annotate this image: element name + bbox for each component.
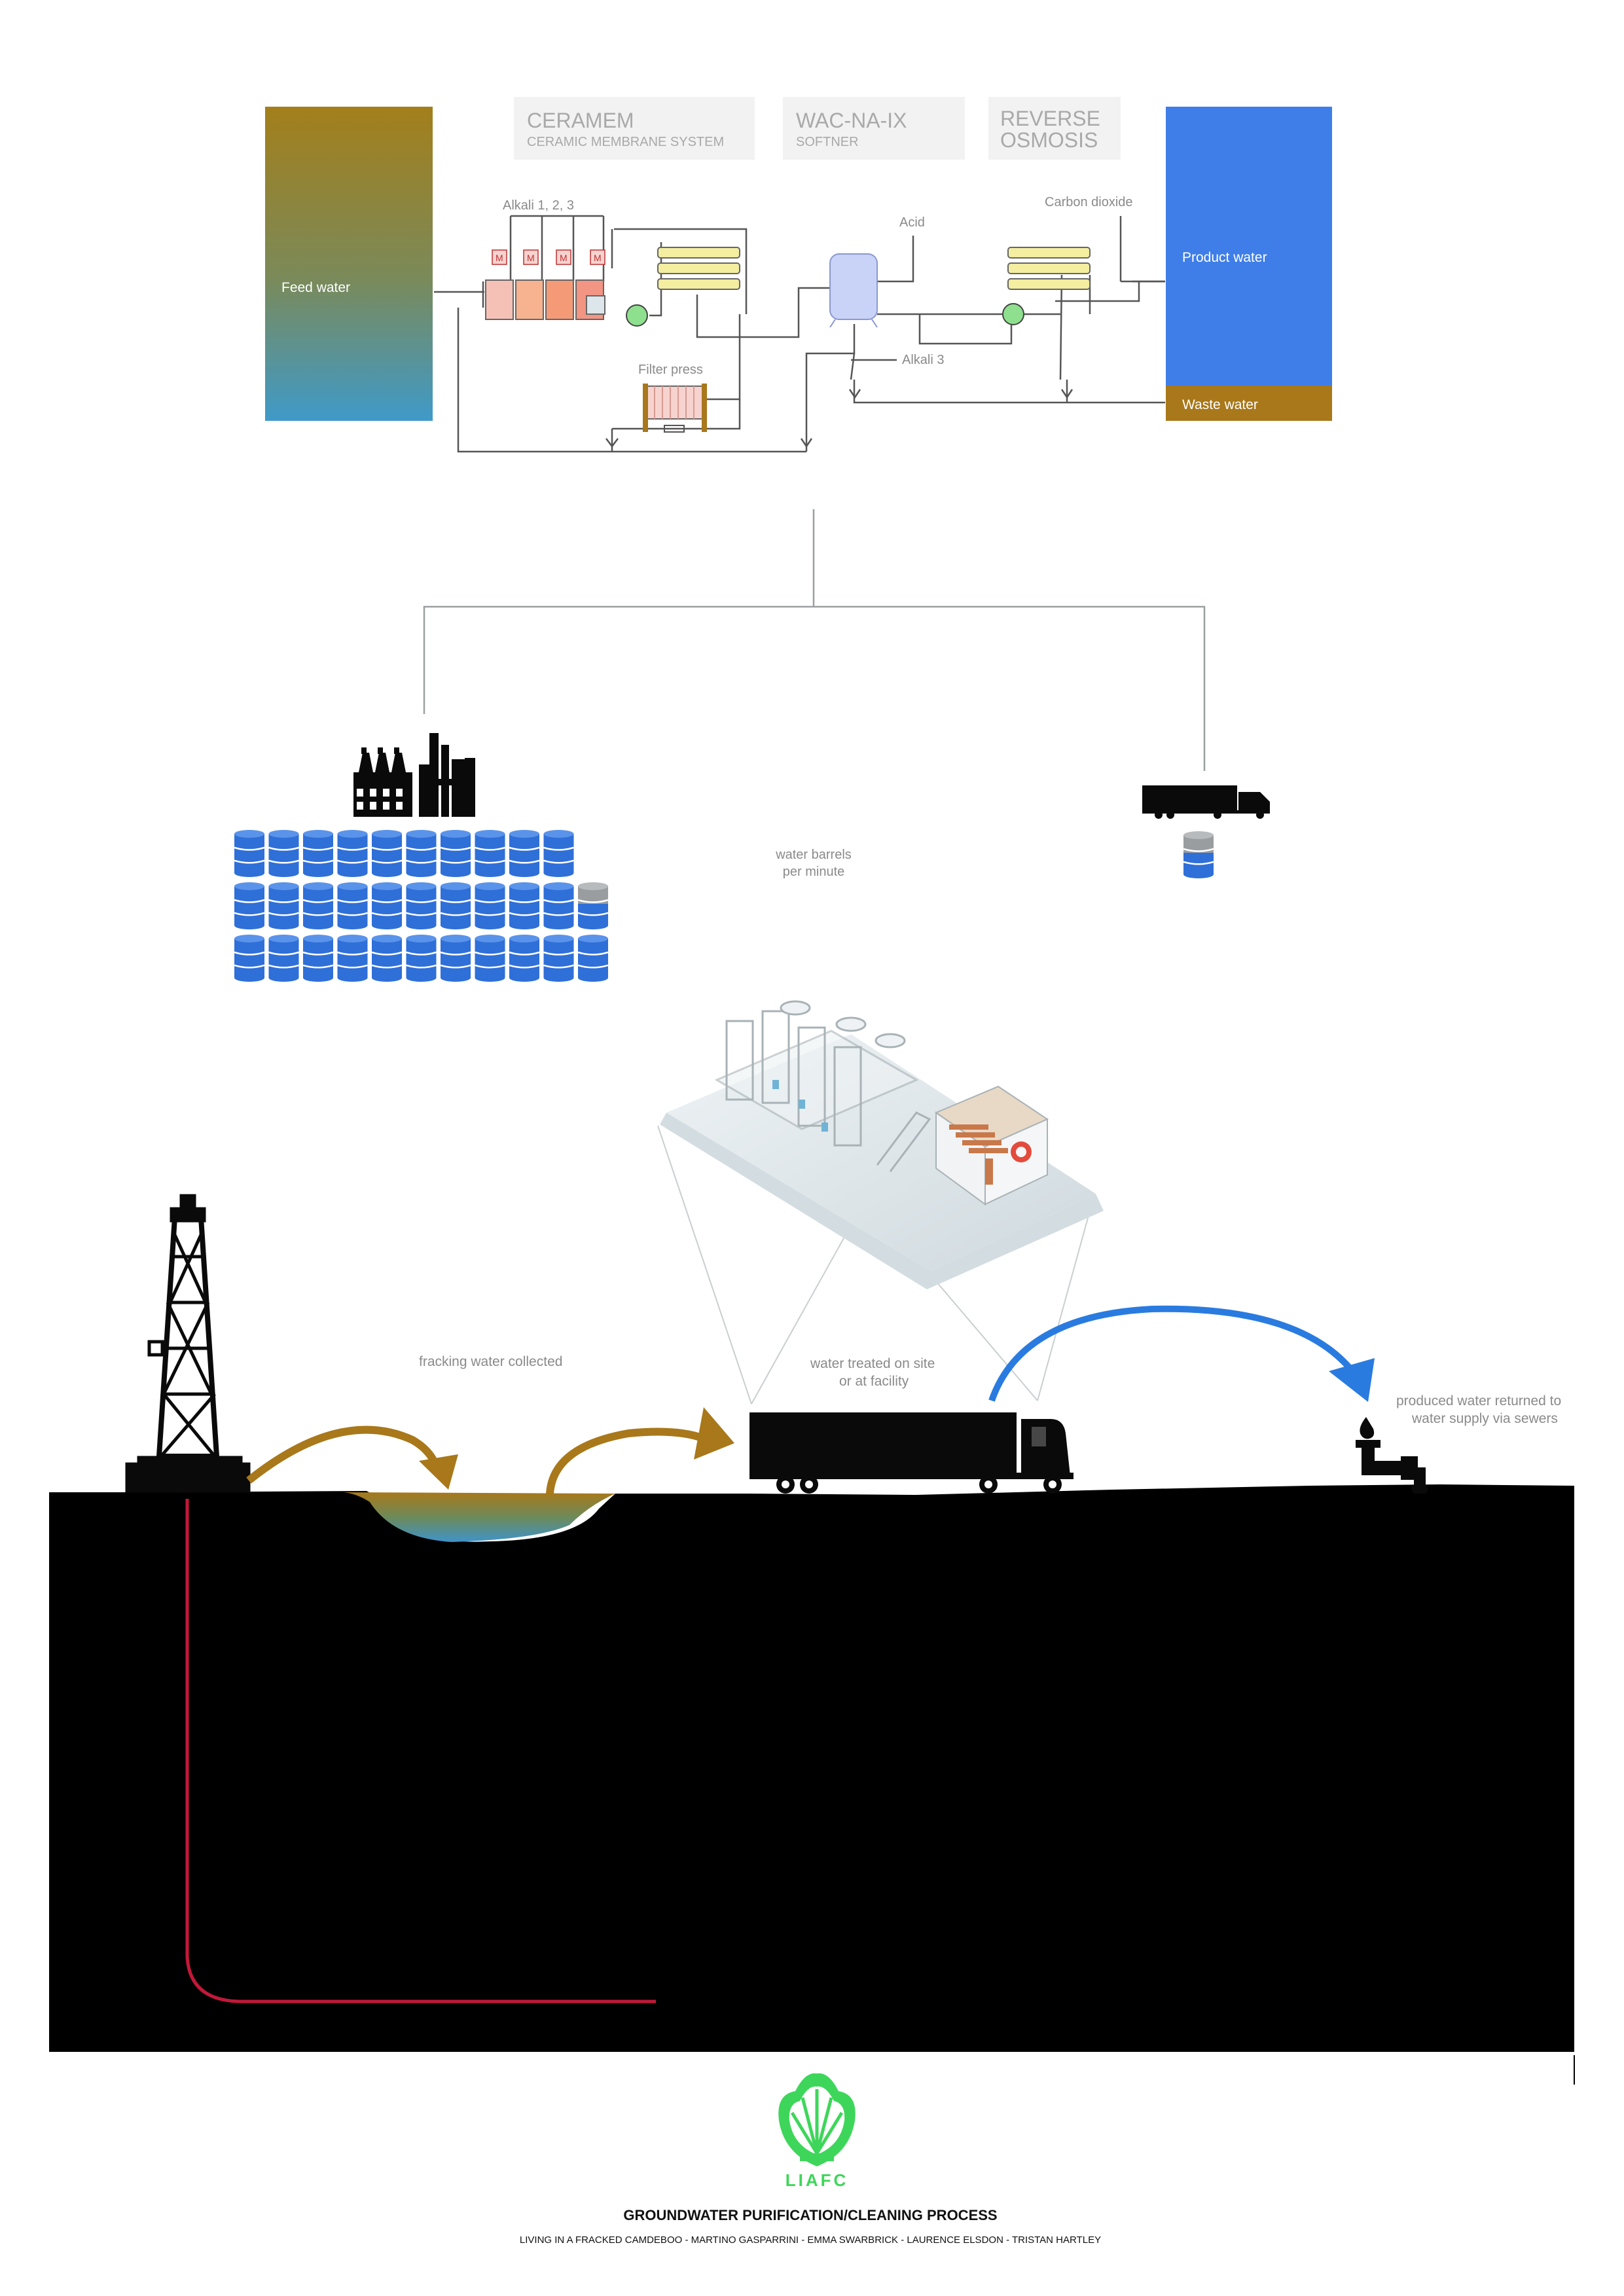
pump-icon [626, 304, 648, 327]
ceramem-title: CERAMEM [527, 109, 634, 132]
filter-press-label: Filter press [638, 363, 703, 377]
barrel-icon [543, 935, 574, 982]
arrow-to-truck [546, 1427, 709, 1494]
ceramem-header-box [514, 97, 755, 160]
barrel-icon [234, 830, 265, 877]
carbon-dioxide-label: Carbon dioxide [1045, 195, 1133, 209]
ceramic-membranes [657, 247, 740, 290]
motor-label: M [527, 253, 535, 263]
ground [49, 1484, 1574, 2052]
softener-vessel [829, 253, 878, 328]
barrel-icon [475, 935, 505, 982]
feed-water-tank [265, 107, 433, 421]
blue-arrow [988, 1305, 1375, 1402]
partial-barrel-icon [577, 882, 609, 929]
barrel-icon [440, 882, 471, 929]
motor-label: M [496, 253, 503, 263]
brown-arrows [246, 1407, 734, 1494]
barrel-icon [268, 882, 299, 929]
ro-pump-icon [1002, 303, 1024, 325]
barrel-icon [475, 882, 505, 929]
alkali-label: Alkali 1, 2, 3 [503, 198, 574, 213]
wac-header-box [783, 97, 965, 160]
factory-barrels [234, 830, 609, 982]
barrel-icon [577, 935, 609, 982]
barrel-icon [543, 830, 574, 877]
ceramem-unit: M M M M [485, 249, 648, 327]
logo-icon [778, 2073, 856, 2166]
feed-water-label: Feed water [281, 280, 350, 295]
barrel-icon [543, 882, 574, 929]
barrel-icon [268, 935, 299, 982]
barrel-icon [509, 830, 540, 877]
barrel-icon [234, 882, 265, 929]
connector-lines [423, 509, 1206, 771]
barrel-icon [406, 935, 437, 982]
filter-press [643, 384, 707, 433]
barrels-label-line2: per minute [783, 865, 845, 879]
barrel-icon [302, 935, 334, 982]
barrel-icon [302, 830, 334, 877]
waste-water-label: Waste water [1182, 397, 1258, 412]
barrel-icon [371, 830, 403, 877]
ro-title-line2: OSMOSIS [1000, 128, 1098, 152]
product-water-label: Product water [1182, 250, 1267, 265]
alkali3-label: Alkali 3 [902, 353, 944, 367]
acid-label: Acid [899, 215, 925, 230]
ro-title-line1: REVERSE [1000, 107, 1100, 130]
truck-icon [749, 1412, 1074, 1494]
wac-title: WAC-NA-IX [796, 109, 907, 132]
barrel-icon [406, 830, 437, 877]
tap-pipe-icon [1356, 1417, 1428, 1494]
barrel-icon [234, 935, 265, 982]
footer-title: GROUNDWATER PURIFICATION/CLEANING PROCES… [623, 2207, 997, 2223]
treated-label-line2: or at facility [839, 1374, 909, 1389]
wac-subtitle: SOFTNER [796, 135, 859, 149]
barrel-icon [268, 830, 299, 877]
well-pipe [185, 1499, 656, 2003]
returned-label-line1: produced water returned to [1396, 1393, 1561, 1408]
barrel-icon [337, 882, 368, 929]
returned-label-line2: water supply via sewers [1411, 1411, 1558, 1426]
barrel-icon [440, 935, 471, 982]
barrel-icon [509, 882, 540, 929]
partial-barrel-icon [1183, 831, 1214, 878]
small-truck-icon [1142, 785, 1270, 819]
logo-text: LIAFC [785, 2170, 849, 2190]
motor-label: M [560, 253, 568, 263]
barrel-icon [475, 830, 505, 877]
barrel-icon [302, 882, 334, 929]
drain-symbols [605, 389, 1074, 448]
barrel-icon [406, 882, 437, 929]
barrel-icon [337, 935, 368, 982]
factory-icon [353, 733, 475, 817]
ceramem-subtitle: CERAMIC MEMBRANE SYSTEM [527, 135, 724, 149]
barrels-label-line1: water barrels [775, 848, 852, 862]
process-diagram: Feed water Product water Waste water CER… [265, 97, 1332, 453]
barrel-icon [440, 830, 471, 877]
arrow-to-pond [246, 1426, 442, 1484]
motor-label: M [594, 253, 602, 263]
footer-credits: LIVING IN A FRACKED CAMDEBOO - MARTINO G… [520, 2234, 1101, 2246]
truck-barrels [1183, 831, 1214, 878]
fracking-pond [344, 1492, 615, 1542]
treatment-facility-render [657, 1000, 1104, 1405]
product-water-tank [1166, 107, 1332, 386]
waste-water-band [1166, 386, 1332, 421]
ro-membranes [1007, 247, 1091, 290]
fracking-label: fracking water collected [419, 1354, 562, 1369]
drilling-rig-icon [125, 1194, 251, 1493]
ro-header-box [988, 97, 1121, 160]
barrel-icon [371, 882, 403, 929]
barrel-icon [371, 935, 403, 982]
barrel-icon [337, 830, 368, 877]
barrel-icon [509, 935, 540, 982]
treated-label-line1: water treated on site [810, 1356, 935, 1371]
